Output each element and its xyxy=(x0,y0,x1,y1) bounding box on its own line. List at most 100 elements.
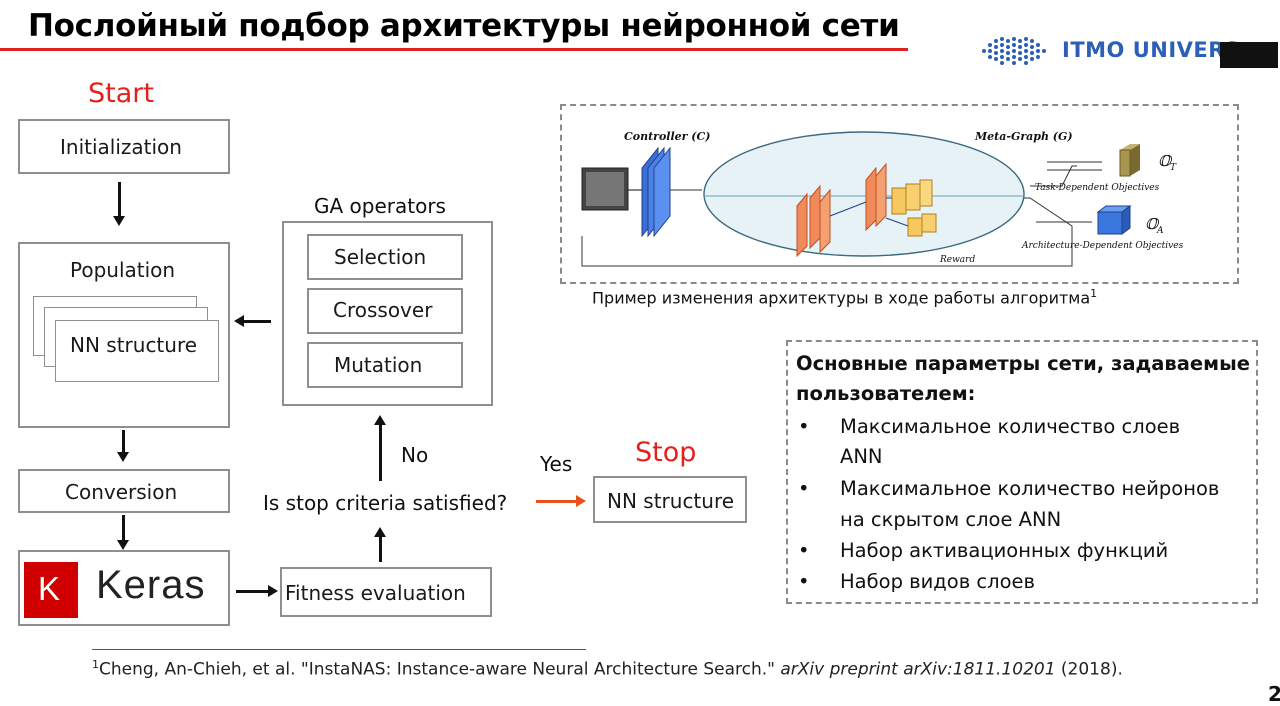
slide-title: Послойный подбор архитектуры нейронной с… xyxy=(28,8,900,44)
arrow-head xyxy=(268,585,278,597)
figure-caption-ref: 1 xyxy=(1090,287,1098,300)
params-title-line2: пользователем: xyxy=(796,382,976,405)
bullet-icon: • xyxy=(798,539,810,562)
bullet-icon: • xyxy=(798,415,810,438)
param-item-text: Набор активационных функций xyxy=(840,539,1169,562)
logo-dots-icon xyxy=(982,37,1046,65)
arrow-head xyxy=(374,527,386,537)
selection-label: Selection xyxy=(334,245,427,269)
reward-loop xyxy=(581,197,1073,267)
arrow-question-to-ga xyxy=(379,425,382,481)
yes-label: Yes xyxy=(540,452,573,476)
logo-text: ITMO UNIVERS xyxy=(1062,38,1241,62)
keras-logo-icon: K xyxy=(24,562,78,618)
page-number: 2 xyxy=(1268,682,1280,706)
stop-nn-structure-box: NN structure xyxy=(593,476,747,523)
arrow-population-to-conversion xyxy=(122,430,125,454)
itmo-logo: ITMO UNIVERS xyxy=(978,33,1278,69)
graph-block-2 xyxy=(905,183,921,211)
graph-edge-3 xyxy=(885,217,909,227)
o-a-sub: A xyxy=(1156,226,1164,236)
graph-block-1 xyxy=(891,187,907,215)
controller-layer-3 xyxy=(653,146,671,238)
arrow-conversion-to-keras xyxy=(122,515,125,541)
graph-block-3 xyxy=(919,179,933,207)
param-item-text: Максимальное количество нейронов xyxy=(840,477,1220,500)
arrow-head xyxy=(374,415,386,425)
keras-letter: K xyxy=(38,570,61,607)
param-item-text: Набор видов слоев xyxy=(840,570,1036,593)
arrow-init-to-population xyxy=(118,182,121,216)
footnote-venue: arXiv preprint arXiv:1811.10201 xyxy=(780,659,1056,680)
arrow-head xyxy=(117,540,129,550)
o-t-sub: T xyxy=(1170,163,1177,173)
graph-layer-3 xyxy=(819,188,831,254)
params-box: Основные параметры сети, задаваемые поль… xyxy=(786,340,1258,604)
controller-label: Controller (C) xyxy=(624,130,710,143)
task-cube-top xyxy=(1120,144,1140,150)
o-t-symbol: 𝕆 xyxy=(1158,152,1173,170)
initialization-label: Initialization xyxy=(60,135,182,159)
footnote-authors: Cheng, An-Chieh, et al. "InstaNAS: Insta… xyxy=(99,659,781,680)
footnote: 1Cheng, An-Chieh, et al. "InstaNAS: Inst… xyxy=(92,658,1123,680)
start-label: Start xyxy=(88,78,154,109)
conversion-label: Conversion xyxy=(65,480,178,504)
arrow-fitness-to-question xyxy=(379,536,382,562)
graph-block-5 xyxy=(921,213,937,233)
no-label: No xyxy=(401,443,429,467)
task-objectives-label: Task-Dependent Objectives xyxy=(1035,183,1160,193)
params-title-line1: Основные параметры сети, задаваемые xyxy=(796,352,1250,375)
title-underline xyxy=(0,48,908,51)
graph-block-4 xyxy=(907,217,923,237)
graph-layer-1 xyxy=(796,192,808,258)
reward-label: Reward xyxy=(939,255,975,265)
graph-layer-5 xyxy=(875,162,887,228)
input-image-inner xyxy=(586,172,624,206)
population-label: Population xyxy=(70,258,176,282)
keras-name: Keras xyxy=(96,563,206,607)
stop-nn-structure-label: NN structure xyxy=(607,489,735,513)
bullet-icon: • xyxy=(798,477,810,500)
figure-caption-text: Пример изменения архитектуры в ходе рабо… xyxy=(592,288,1091,308)
param-item-text: на скрытом слое ANN xyxy=(840,508,1062,531)
fitness-box: Fitness evaluation xyxy=(280,567,492,617)
fitness-label: Fitness evaluation xyxy=(285,581,466,605)
task-cube-side xyxy=(1130,144,1140,176)
graph-edge-1 xyxy=(829,201,867,217)
keras-box: K Keras xyxy=(18,550,230,626)
initialization-box: Initialization xyxy=(18,119,230,174)
figure-caption: Пример изменения архитектуры в ходе рабо… xyxy=(592,287,1097,307)
footnote-ref: 1 xyxy=(92,658,99,671)
stop-label: Stop xyxy=(635,437,697,468)
graph-to-task xyxy=(1030,165,1077,187)
arrow-head xyxy=(113,216,125,226)
param-item-text: ANN xyxy=(840,445,883,468)
arrow-head xyxy=(234,315,244,327)
ga-op-crossover: Crossover xyxy=(307,288,463,334)
arch-objectives-label: Architecture-Dependent Objectives xyxy=(1021,241,1184,251)
logo-black-block xyxy=(1220,42,1278,68)
arrow-ga-to-population xyxy=(244,320,271,323)
arch-cube-side xyxy=(1121,205,1131,235)
ga-title: GA operators xyxy=(314,194,446,218)
ga-op-mutation: Mutation xyxy=(307,342,463,388)
o-a-symbol: 𝕆 xyxy=(1145,215,1160,233)
nn-structure-label: NN structure xyxy=(70,333,198,357)
mutation-label: Mutation xyxy=(334,353,423,377)
arrow-yes-to-stop xyxy=(536,500,576,503)
ga-op-selection: Selection xyxy=(307,234,463,280)
arrow-head xyxy=(117,452,129,462)
arrow-keras-to-fitness xyxy=(236,590,268,593)
conversion-box: Conversion xyxy=(18,469,230,513)
instanas-diagram: Controller (C) Meta-Graph (G) 𝕆 T Task-D… xyxy=(581,130,1184,267)
param-item-text: Максимальное количество слоев xyxy=(840,415,1181,438)
meta-graph-ellipse xyxy=(703,131,1025,257)
task-cube-icon xyxy=(1119,149,1131,177)
arch-cube-icon xyxy=(1097,211,1123,235)
nn-structure-card: NN structure xyxy=(55,320,219,382)
bullet-icon: • xyxy=(798,570,810,593)
stop-question: Is stop criteria satisfied? xyxy=(263,491,508,515)
footnote-year: (2018). xyxy=(1055,659,1123,680)
arrow-head xyxy=(576,495,586,507)
footnote-divider xyxy=(92,649,586,650)
